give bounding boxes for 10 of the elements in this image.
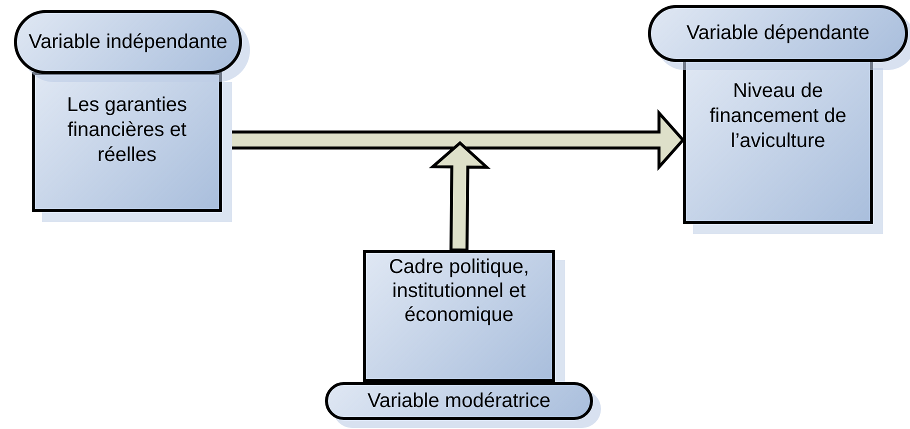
variable-type-tag bbox=[14, 10, 242, 74]
variable-label: Variable dépendante bbox=[685, 22, 871, 45]
variable-label: Cadre politique, institutionnel et économique bbox=[388, 255, 530, 327]
variable-type-tag bbox=[325, 382, 593, 420]
variable-label: Les garanties financières et réelles bbox=[66, 93, 188, 168]
variable-label: Variable indépendante bbox=[28, 30, 228, 54]
block-arrow bbox=[428, 141, 491, 252]
variable-label: Niveau de financement de l’aviculture bbox=[708, 79, 848, 154]
variable-type-tag bbox=[648, 5, 908, 62]
variable-label: Variable modératrice bbox=[366, 390, 552, 412]
